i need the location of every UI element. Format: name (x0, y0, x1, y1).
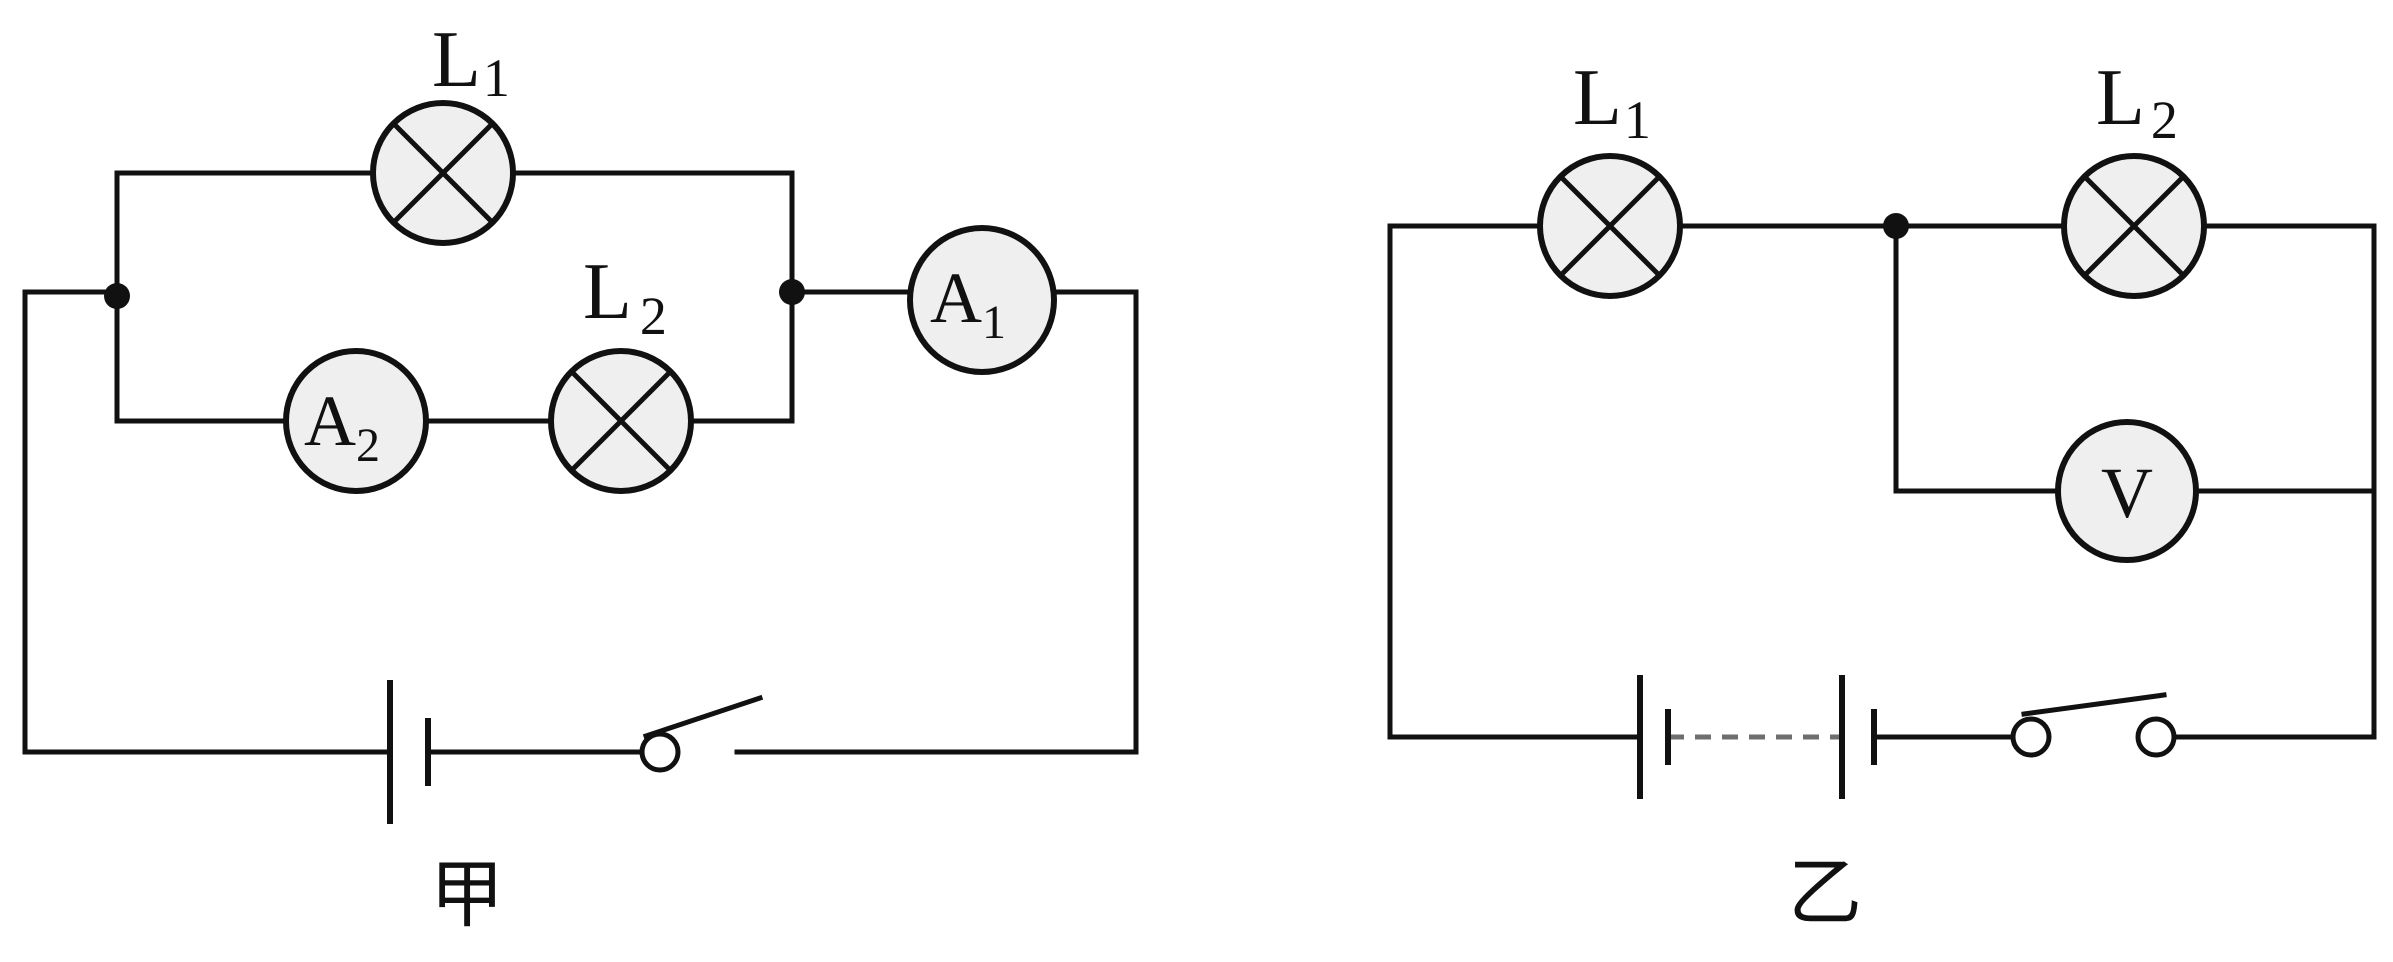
lamp-l1-label: L1 (432, 16, 510, 108)
junction-left (104, 283, 130, 309)
ammeter-a2-label: A2 (304, 381, 380, 472)
ammeter-a1-symbol (907, 225, 1057, 375)
junction-right (779, 279, 805, 305)
junction-dots (104, 279, 805, 309)
junction-top (1883, 213, 1909, 239)
circuit-yi-caption: 乙 (1788, 850, 1862, 936)
voltmeter-symbol (2055, 419, 2199, 563)
voltmeter-label: V (2101, 453, 2153, 533)
battery-symbol (387, 680, 431, 824)
junction-dots (1883, 213, 1909, 239)
lamp-l1-symbol (1537, 153, 1683, 299)
lamp-l1-label: L1 (1573, 54, 1651, 150)
lamp-l1-symbol (370, 100, 516, 246)
ammeter-a1-label: A1 (930, 258, 1006, 349)
switch-symbol (639, 731, 681, 773)
lamp-l2-symbol (2061, 153, 2207, 299)
switch-symbol (2010, 716, 2177, 758)
circuit-jia-caption: 甲 (430, 852, 504, 938)
battery-symbol (1637, 675, 1877, 799)
ammeter-a2-symbol (283, 348, 429, 494)
circuit-yi-wires (1387, 223, 2377, 740)
lamp-l2-symbol (548, 348, 694, 494)
